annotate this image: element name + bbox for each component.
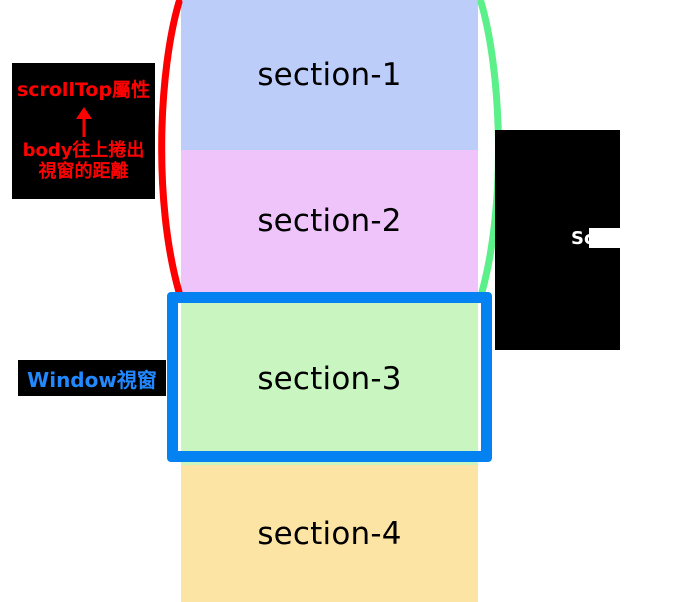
section-label: section-2 <box>257 203 402 239</box>
scrolltop-title: scrollTop屬性 <box>16 79 151 102</box>
window-viewport-frame <box>167 292 492 462</box>
section-label: section-3 <box>257 360 402 397</box>
scrolltop-desc-line-2: 視窗的距離 <box>38 160 129 182</box>
section-block-3: section-3 <box>181 292 478 465</box>
scrollheight-label: Sc <box>571 228 595 249</box>
section-block-2: section-2 <box>181 150 478 292</box>
arrow-up-icon <box>75 107 92 138</box>
window-label: Window視窗 <box>27 367 157 392</box>
scrolltop-desc-line-1: body往上捲出 <box>22 140 145 162</box>
section-label: section-4 <box>257 515 402 552</box>
label-occluder <box>589 228 667 248</box>
section-block-4: section-4 <box>181 465 478 602</box>
window-annotation-box: Window視窗 <box>18 360 166 396</box>
section-label: section-1 <box>257 57 402 93</box>
section-block-1: section-1 <box>181 0 478 150</box>
scrolltop-annotation-box: scrollTop屬性 body往上捲出 視窗的距離 <box>12 63 155 199</box>
